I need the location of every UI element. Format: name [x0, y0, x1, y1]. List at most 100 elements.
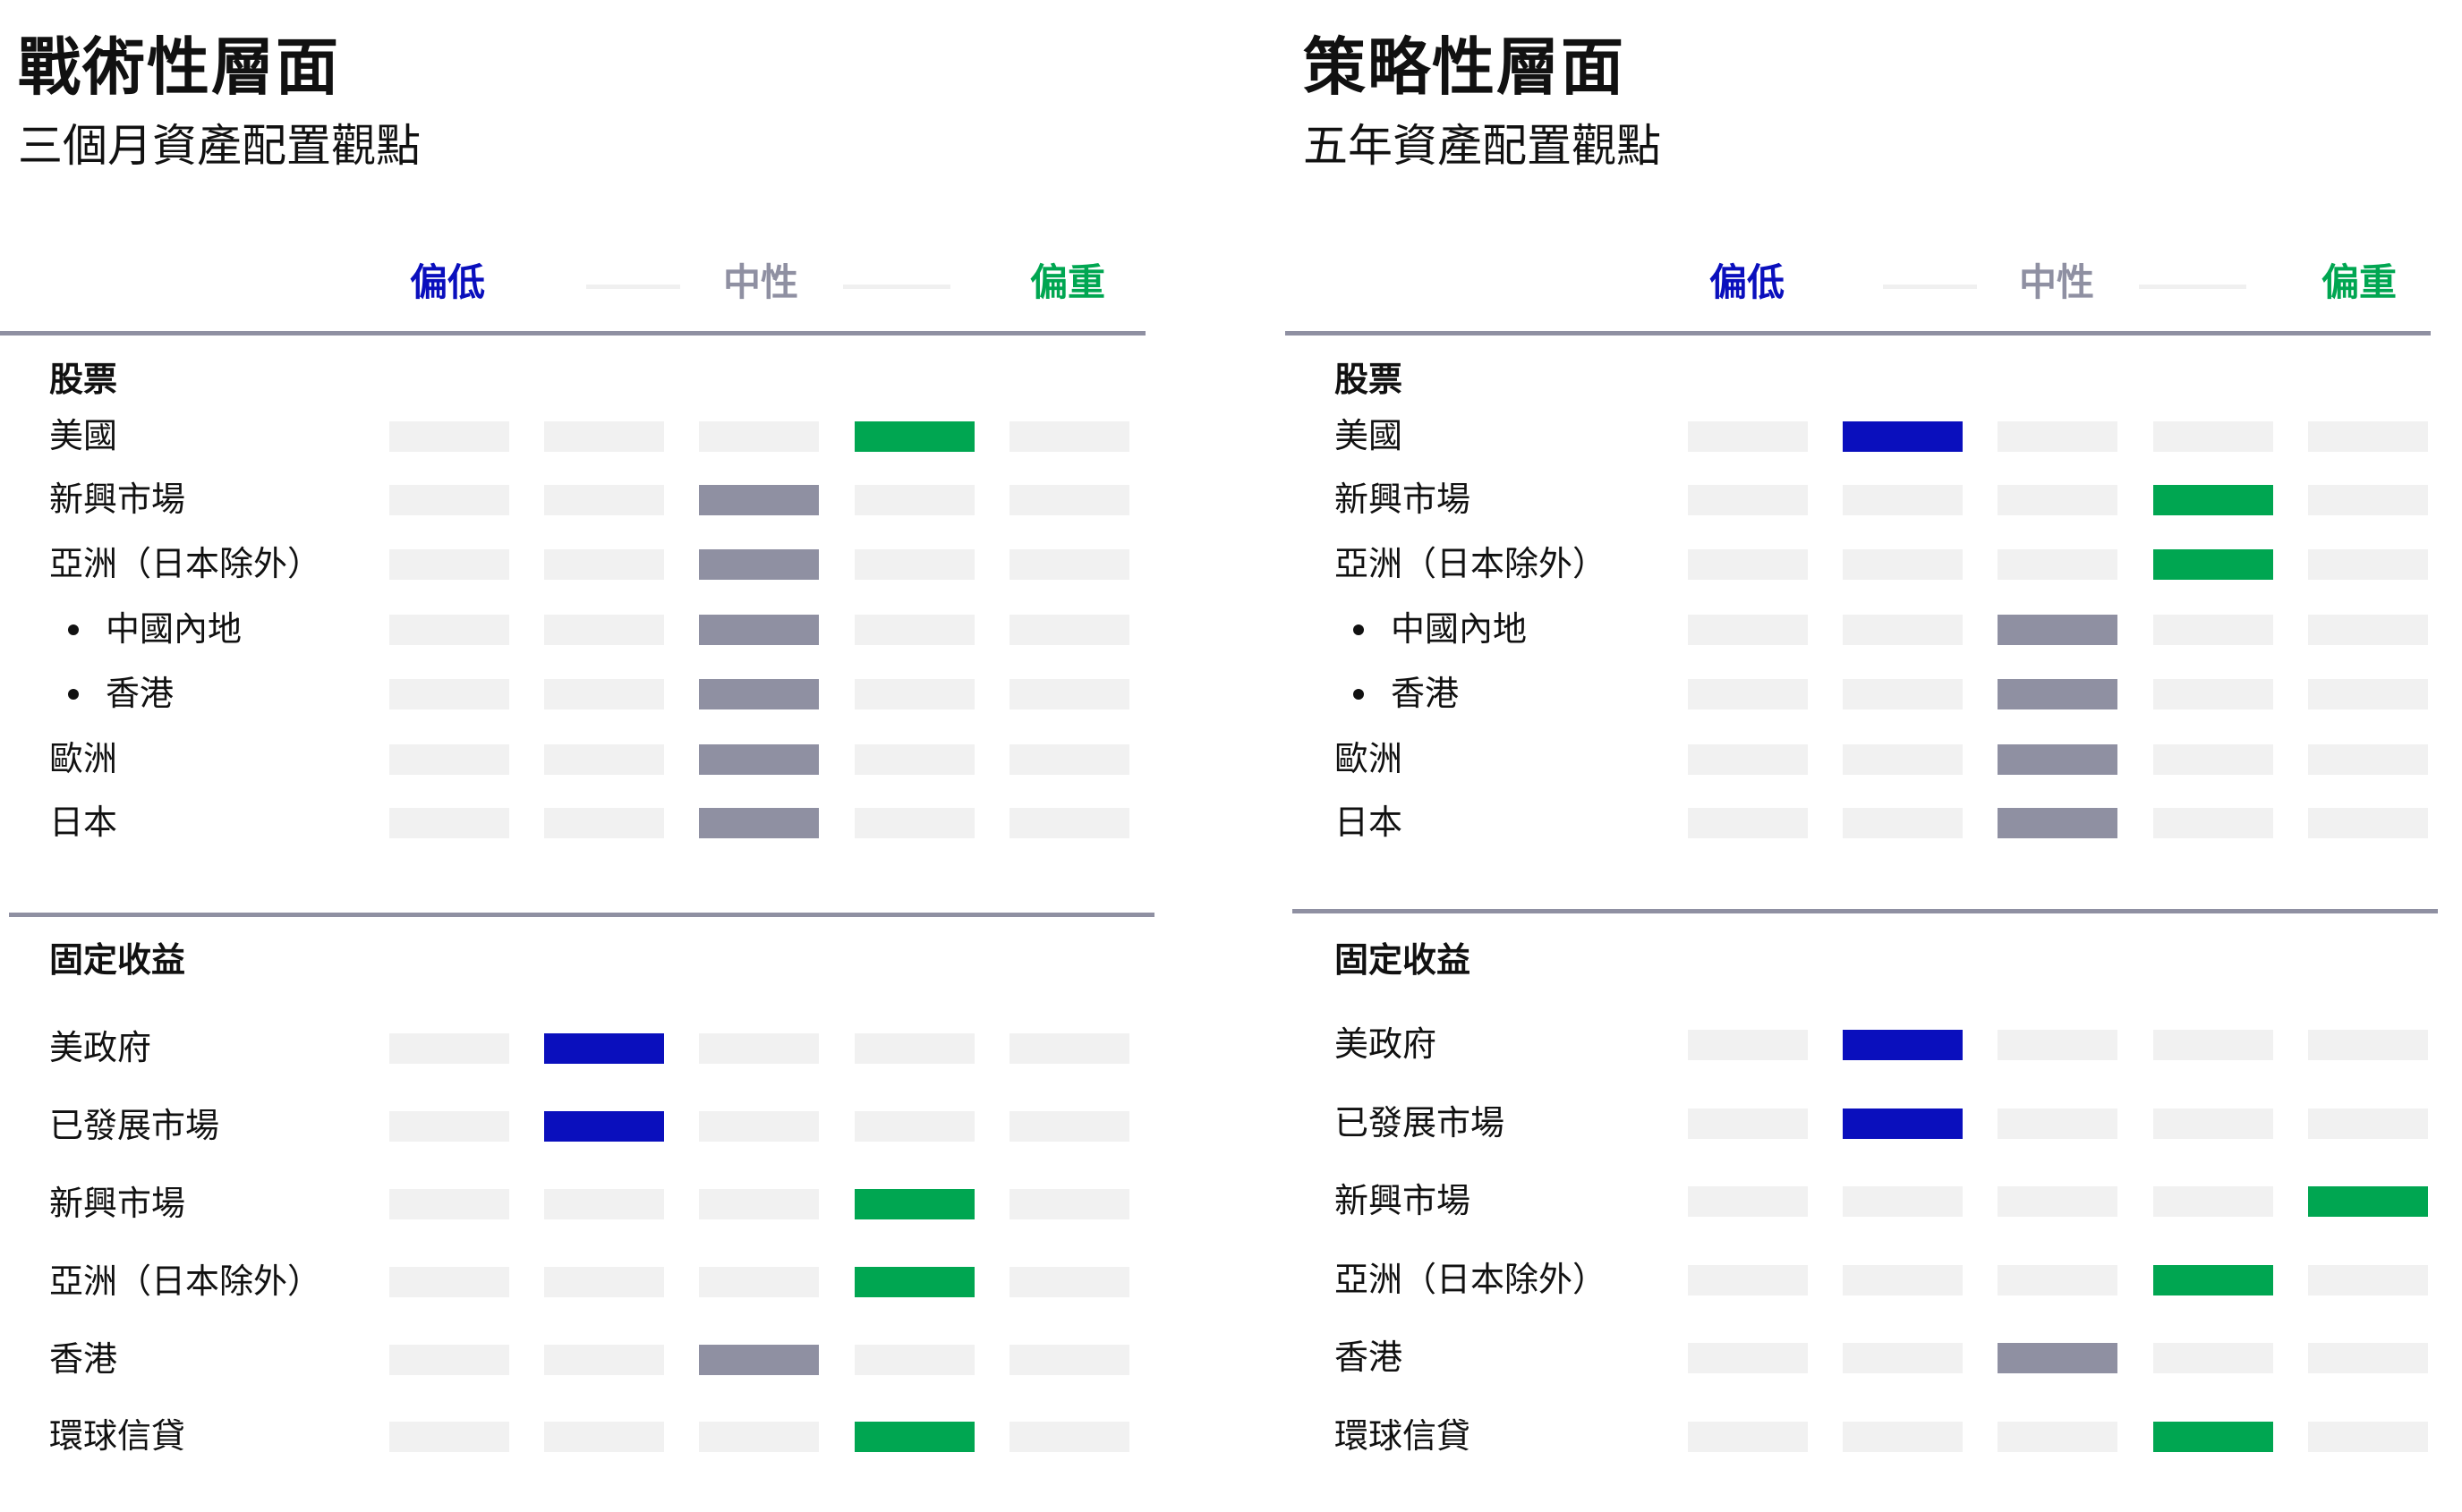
panel-title: 戰術性層面 [18, 30, 340, 104]
position-marker [544, 1033, 664, 1064]
position-marker [855, 1422, 975, 1452]
scale-cell [1843, 615, 1963, 645]
scale-cell [2308, 485, 2428, 515]
scale-cell [389, 485, 509, 515]
scale-high-label: 偏重 [2321, 260, 2398, 304]
scale-cell [1010, 549, 1129, 580]
scale-low-label: 偏低 [409, 260, 486, 304]
position-marker [699, 549, 819, 580]
scale-cell [1688, 549, 1808, 580]
position-marker [1998, 1343, 2117, 1373]
row-label: 香港 [106, 674, 175, 713]
scale-cell [1843, 549, 1963, 580]
position-marker [1843, 1109, 1963, 1139]
scale-cell [2153, 615, 2273, 645]
scale-cell [855, 744, 975, 775]
scale-cell [544, 421, 664, 452]
scale-cell [389, 679, 509, 709]
row-label: 美國 [1334, 416, 1403, 455]
scale-cell [389, 421, 509, 452]
row-label: 香港 [1391, 674, 1460, 713]
scale-cell [1688, 615, 1808, 645]
scale-cell [1688, 421, 1808, 452]
section-title: 固定收益 [49, 940, 186, 980]
scale-cell [1998, 1109, 2117, 1139]
scale-cell [544, 485, 664, 515]
scale-cell [544, 1345, 664, 1375]
scale-cell [1998, 1186, 2117, 1217]
bullet-icon [1353, 689, 1364, 700]
scale-cell [1998, 549, 2117, 580]
scale-cell [1998, 1422, 2117, 1452]
scale-cell [1843, 744, 1963, 775]
scale-cell [2153, 1186, 2273, 1217]
scale-cell [544, 744, 664, 775]
scale-cell [2308, 549, 2428, 580]
scale-cell [2153, 679, 2273, 709]
position-marker [855, 1189, 975, 1219]
scale-cell [2308, 1422, 2428, 1452]
scale-cell [1688, 1265, 1808, 1295]
panel-subtitle: 三個月資產配置觀點 [18, 120, 421, 172]
scale-high-label: 偏重 [1029, 260, 1106, 304]
row-label: 亞洲（日本除外） [49, 1261, 322, 1301]
scale-mid-label: 中性 [2018, 260, 2095, 304]
scale-cell [1843, 679, 1963, 709]
scale-cell [1688, 1109, 1808, 1139]
row-label: 中國內地 [106, 609, 243, 649]
scale-cell [699, 1189, 819, 1219]
row-label: 環球信貸 [1334, 1416, 1471, 1456]
scale-cell [1688, 808, 1808, 838]
row-label: 美政府 [49, 1028, 152, 1067]
position-marker [2153, 549, 2273, 580]
scale-cell [855, 1033, 975, 1064]
scale-cell [544, 808, 664, 838]
scale-cell [389, 615, 509, 645]
section-rule [9, 913, 1154, 917]
row-label: 中國內地 [1391, 609, 1528, 649]
scale-cell [1843, 808, 1963, 838]
scale-cell [1688, 485, 1808, 515]
position-marker [855, 421, 975, 452]
header-rule [1285, 331, 2431, 336]
scale-low-label: 偏低 [1708, 260, 1785, 304]
panel-title: 策略性層面 [1303, 30, 1625, 104]
scale-cell [2153, 1109, 2273, 1139]
scale-cell [855, 1345, 975, 1375]
scale-cell [1843, 485, 1963, 515]
scale-cell [2153, 744, 2273, 775]
scale-cell [855, 485, 975, 515]
section-rule [1292, 909, 2438, 913]
scale-cell [1843, 1422, 1963, 1452]
row-label: 亞洲（日本除外） [49, 544, 322, 583]
scale-cell [2308, 808, 2428, 838]
scale-cell [855, 808, 975, 838]
scale-line-right [843, 285, 950, 289]
position-marker [2153, 1422, 2273, 1452]
position-marker [1998, 615, 2117, 645]
position-marker [1998, 808, 2117, 838]
position-marker [1843, 421, 1963, 452]
scale-cell [1010, 1189, 1129, 1219]
scale-cell [2153, 1030, 2273, 1060]
scale-cell [2308, 744, 2428, 775]
bullet-icon [68, 624, 79, 635]
scale-cell [1688, 1422, 1808, 1452]
row-label: 歐洲 [49, 739, 118, 778]
scale-cell [1010, 421, 1129, 452]
scale-cell [855, 615, 975, 645]
scale-cell [544, 1267, 664, 1297]
scale-cell [2308, 679, 2428, 709]
scale-cell [544, 615, 664, 645]
header-rule [0, 331, 1146, 336]
scale-cell [855, 549, 975, 580]
scale-line-left [586, 285, 680, 289]
scale-cell [1688, 1343, 1808, 1373]
scale-cell [1688, 744, 1808, 775]
scale-cell [1010, 744, 1129, 775]
scale-cell [2153, 808, 2273, 838]
row-label: 日本 [1334, 803, 1403, 842]
scale-cell [1010, 1033, 1129, 1064]
scale-cell [2153, 421, 2273, 452]
row-label: 環球信貸 [49, 1416, 186, 1456]
